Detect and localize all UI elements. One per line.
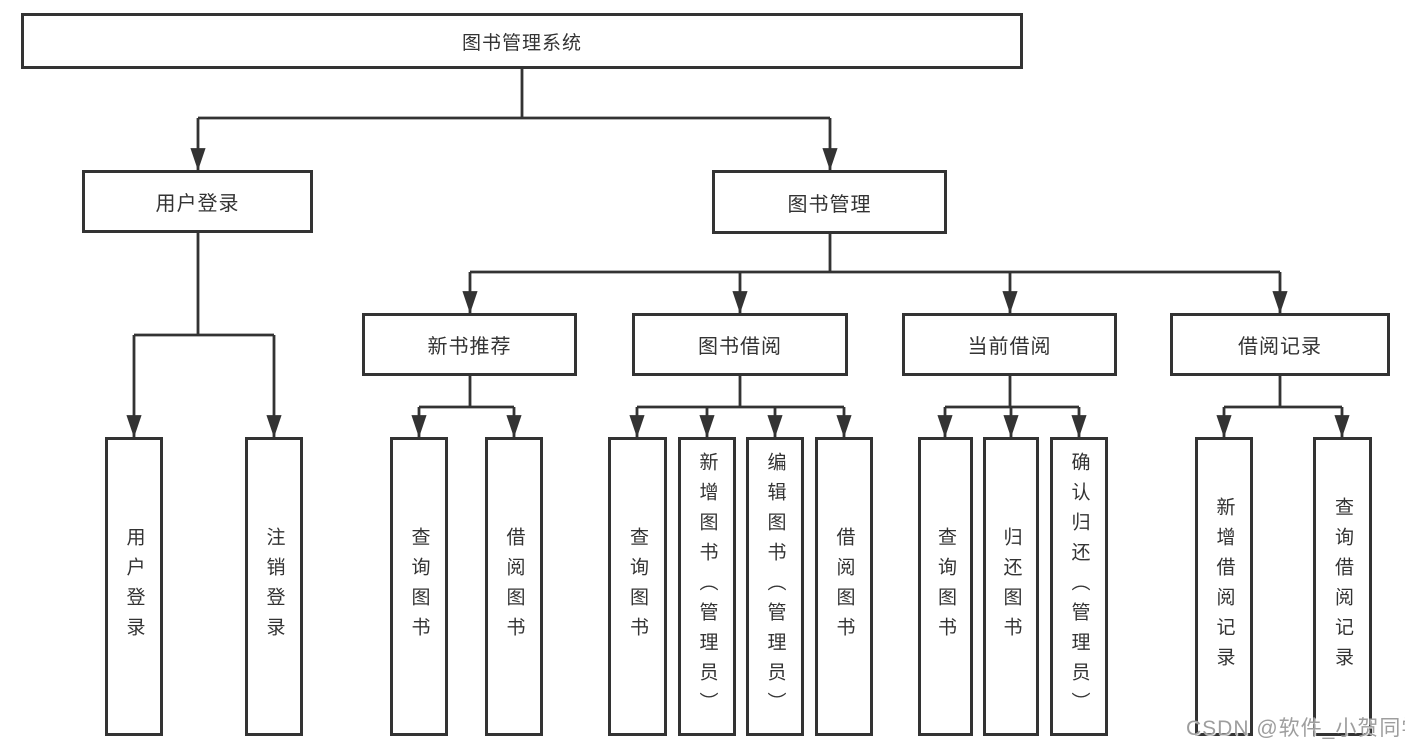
leaf-user-login-label: 用户登录 [123, 526, 145, 647]
leaf-logout-label: 注销登录 [263, 526, 285, 647]
leaf-borrow-books-recommend: 借阅图书 [485, 437, 543, 736]
leaf-query-books-current: 查询图书 [918, 437, 973, 736]
leaf-user-login: 用户登录 [105, 437, 163, 736]
node-current-borrow: 当前借阅 [902, 313, 1117, 376]
connector-group [126, 69, 1350, 438]
leaf-add-book-admin-label: 新增图书（管理员） [696, 451, 718, 722]
leaf-query-books-recommend-label: 查询图书 [408, 526, 430, 647]
leaf-query-borrow-record: 查询借阅记录 [1313, 437, 1372, 736]
node-new-book-recommend: 新书推荐 [362, 313, 577, 376]
leaf-query-books-current-label: 查询图书 [935, 526, 956, 647]
leaf-query-books-borrow: 查询图书 [608, 437, 667, 736]
node-user-login-label: 用户登录 [155, 193, 240, 215]
node-current-borrow-label: 当前借阅 [967, 336, 1052, 358]
node-book-borrow: 图书借阅 [632, 313, 848, 376]
node-library-system: 图书管理系统 [21, 13, 1023, 69]
node-borrow-records: 借阅记录 [1170, 313, 1390, 376]
node-book-management: 图书管理 [712, 170, 947, 234]
leaf-confirm-return-admin: 确认归还（管理员） [1050, 437, 1108, 736]
leaf-borrow-books-borrow-label: 借阅图书 [833, 526, 855, 647]
node-user-login: 用户登录 [82, 170, 313, 233]
node-new-book-recommend-label: 新书推荐 [427, 336, 512, 358]
leaf-borrow-books-borrow: 借阅图书 [815, 437, 873, 736]
leaf-logout: 注销登录 [245, 437, 303, 736]
leaf-return-book-label: 归还图书 [1000, 526, 1022, 647]
leaf-confirm-return-admin-label: 确认归还（管理员） [1068, 451, 1090, 722]
leaf-add-book-admin: 新增图书（管理员） [678, 437, 736, 736]
leaf-add-borrow-record: 新增借阅记录 [1195, 437, 1253, 736]
leaf-borrow-books-recommend-label: 借阅图书 [503, 526, 525, 647]
node-borrow-records-label: 借阅记录 [1238, 336, 1322, 358]
leaf-query-books-borrow-label: 查询图书 [627, 526, 648, 647]
leaf-add-borrow-record-label: 新增借阅记录 [1213, 496, 1235, 677]
node-book-management-label: 图书管理 [787, 193, 872, 216]
leaf-query-books-recommend: 查询图书 [390, 437, 448, 736]
leaf-edit-book-admin: 编辑图书（管理员） [746, 437, 804, 736]
leaf-return-book: 归还图书 [983, 437, 1039, 736]
leaf-query-borrow-record-label: 查询借阅记录 [1332, 496, 1353, 677]
node-library-system-label: 图书管理系统 [461, 32, 582, 54]
watermark: CSDN @软件_小贺同学 [1186, 717, 1405, 740]
leaf-edit-book-admin-label: 编辑图书（管理员） [764, 451, 786, 722]
node-book-borrow-label: 图书借阅 [698, 336, 782, 358]
